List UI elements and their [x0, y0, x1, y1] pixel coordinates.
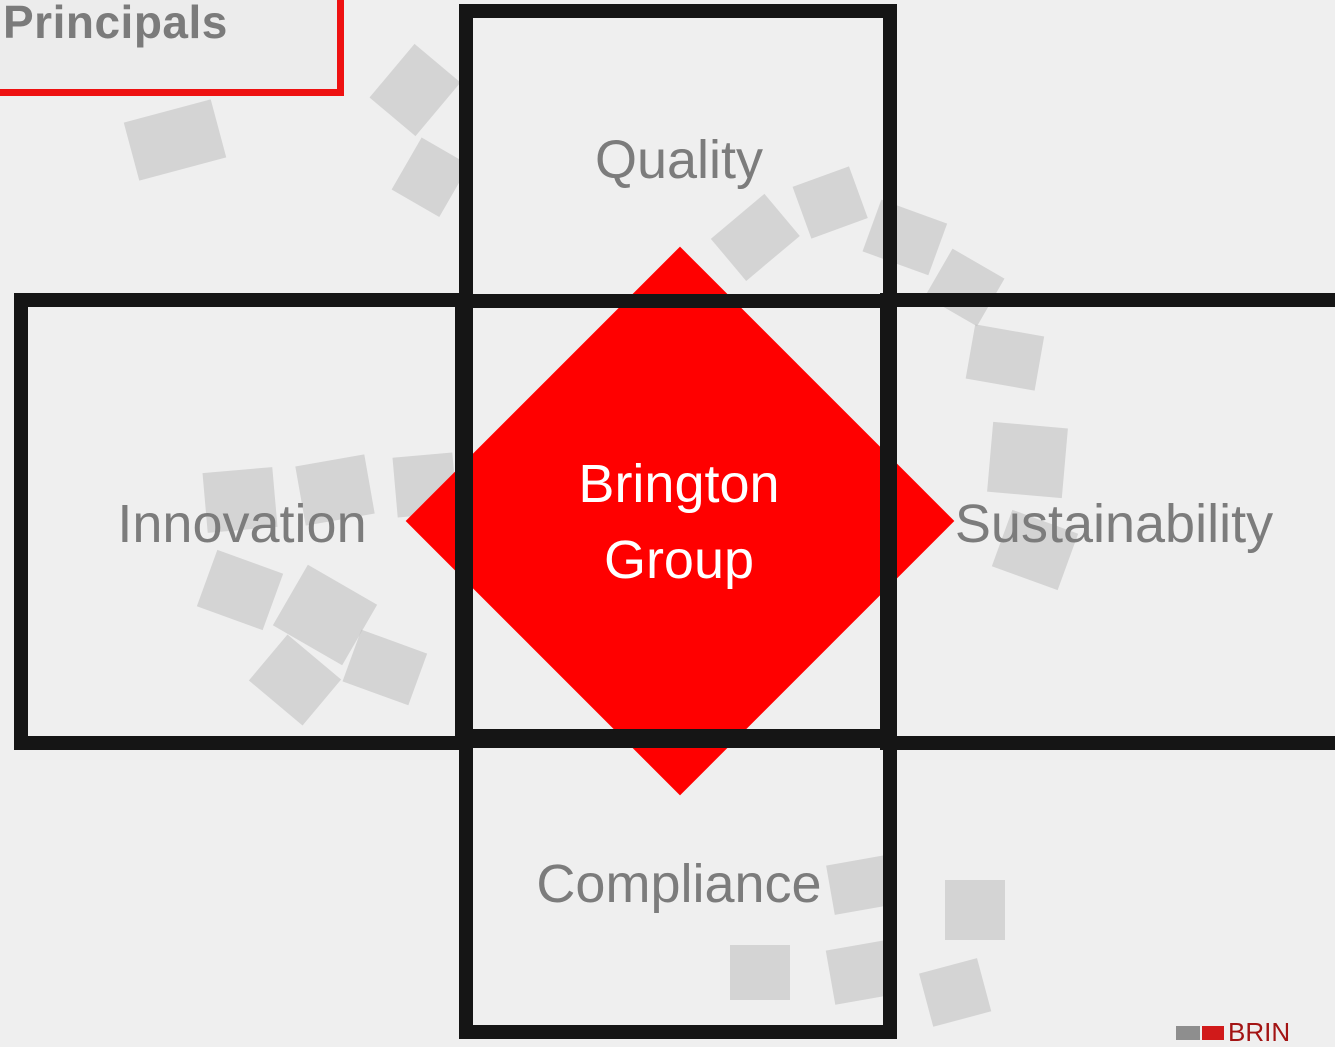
label-quality: Quality — [594, 130, 764, 190]
logo-red-block — [1202, 1026, 1224, 1040]
slide-title: Principals — [3, 0, 228, 48]
label-innovation: Innovation — [117, 494, 367, 554]
label-sustainability: Sustainability — [954, 494, 1274, 554]
center-label: Brington Group — [578, 446, 779, 598]
center-label-line2: Group — [603, 530, 755, 590]
logo-text: BRIN — [1228, 1017, 1291, 1047]
logo-gray-block — [1176, 1026, 1200, 1040]
label-compliance: Compliance — [536, 854, 822, 914]
center-label-line1: Brington — [578, 454, 780, 514]
box-sustainability — [880, 293, 1335, 750]
title-box: Principals — [0, 0, 344, 96]
company-logo: BRIN — [1176, 1018, 1335, 1046]
